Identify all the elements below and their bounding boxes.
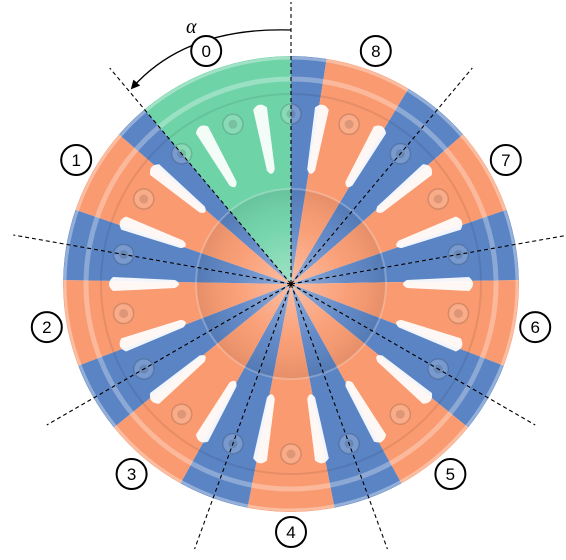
bolt-boss [447,302,470,325]
spoke-window [195,380,237,443]
spoke-window [253,104,275,174]
spoke-window [119,216,186,249]
segment-label-8: 8 [359,35,392,67]
segment-label-1: 1 [60,144,93,176]
boundary-line-3 [290,283,536,426]
segment-label-text: 4 [286,523,295,542]
angle-alpha-label: α [186,16,197,38]
spoke-window [396,319,463,352]
bolt-boss [280,443,302,465]
spoke-window [195,125,237,188]
segment-label-3: 3 [115,458,148,490]
bolt-hole [286,449,296,459]
segment-label-text: 6 [530,318,539,337]
segment-label-6: 6 [519,311,552,344]
spoke-window [307,394,329,464]
segment-label-text: 3 [127,465,136,484]
spoke-window [396,216,463,249]
spoke-window [253,394,275,464]
boundary-line-7 [13,234,292,285]
spoke-window [345,380,387,443]
bolt-hole [139,194,149,204]
segment-label-7: 7 [489,144,522,176]
segment-label-4: 4 [275,516,307,548]
bolt-hole [228,119,238,129]
boundary-line-6 [46,283,292,426]
bolt-boss [170,403,193,425]
spoke-window [149,164,206,213]
segment-label-5: 5 [434,458,467,490]
segment-label-2: 2 [30,311,63,344]
segment-label-text: 5 [446,465,455,484]
spoke-window [119,319,186,352]
segment-label-text: 1 [71,151,80,170]
boundary-line-1 [290,67,473,285]
spoke-window [403,277,473,291]
spoke-window [109,277,179,291]
boundary-line-2 [290,234,566,285]
boundary-line-8 [109,67,292,285]
bolt-hole [433,194,443,204]
bolt-boss [427,188,449,210]
bolt-boss [389,403,412,425]
boundary-line-5 [194,283,292,550]
bolt-hole [119,309,129,318]
bolt-hole [395,409,405,419]
bolt-boss [338,113,360,136]
spoke-window [345,125,387,188]
segment-label-text: 0 [201,42,210,61]
bolt-hole [453,309,463,318]
bolt-boss [112,302,135,325]
segment-label-text: 7 [501,151,510,170]
bolt-boss [222,113,244,136]
sector-boundary-lines [13,2,566,550]
segment-labels: 0 1 2 3 4 5 6 7 8 [30,35,552,548]
bolt-hole [177,409,187,419]
boundary-line-4 [290,283,388,550]
segment-label-text: 8 [371,42,380,61]
segment-label-0: 0 [190,35,223,67]
sector-4-wedge-mid [247,284,335,512]
spoke-window [376,164,433,213]
bolt-hole [344,119,354,129]
segment-label-text: 2 [42,318,51,337]
bolt-boss [133,188,155,210]
spoke-window [376,355,433,404]
spoke-window [149,355,206,404]
spoke-window [307,104,329,174]
